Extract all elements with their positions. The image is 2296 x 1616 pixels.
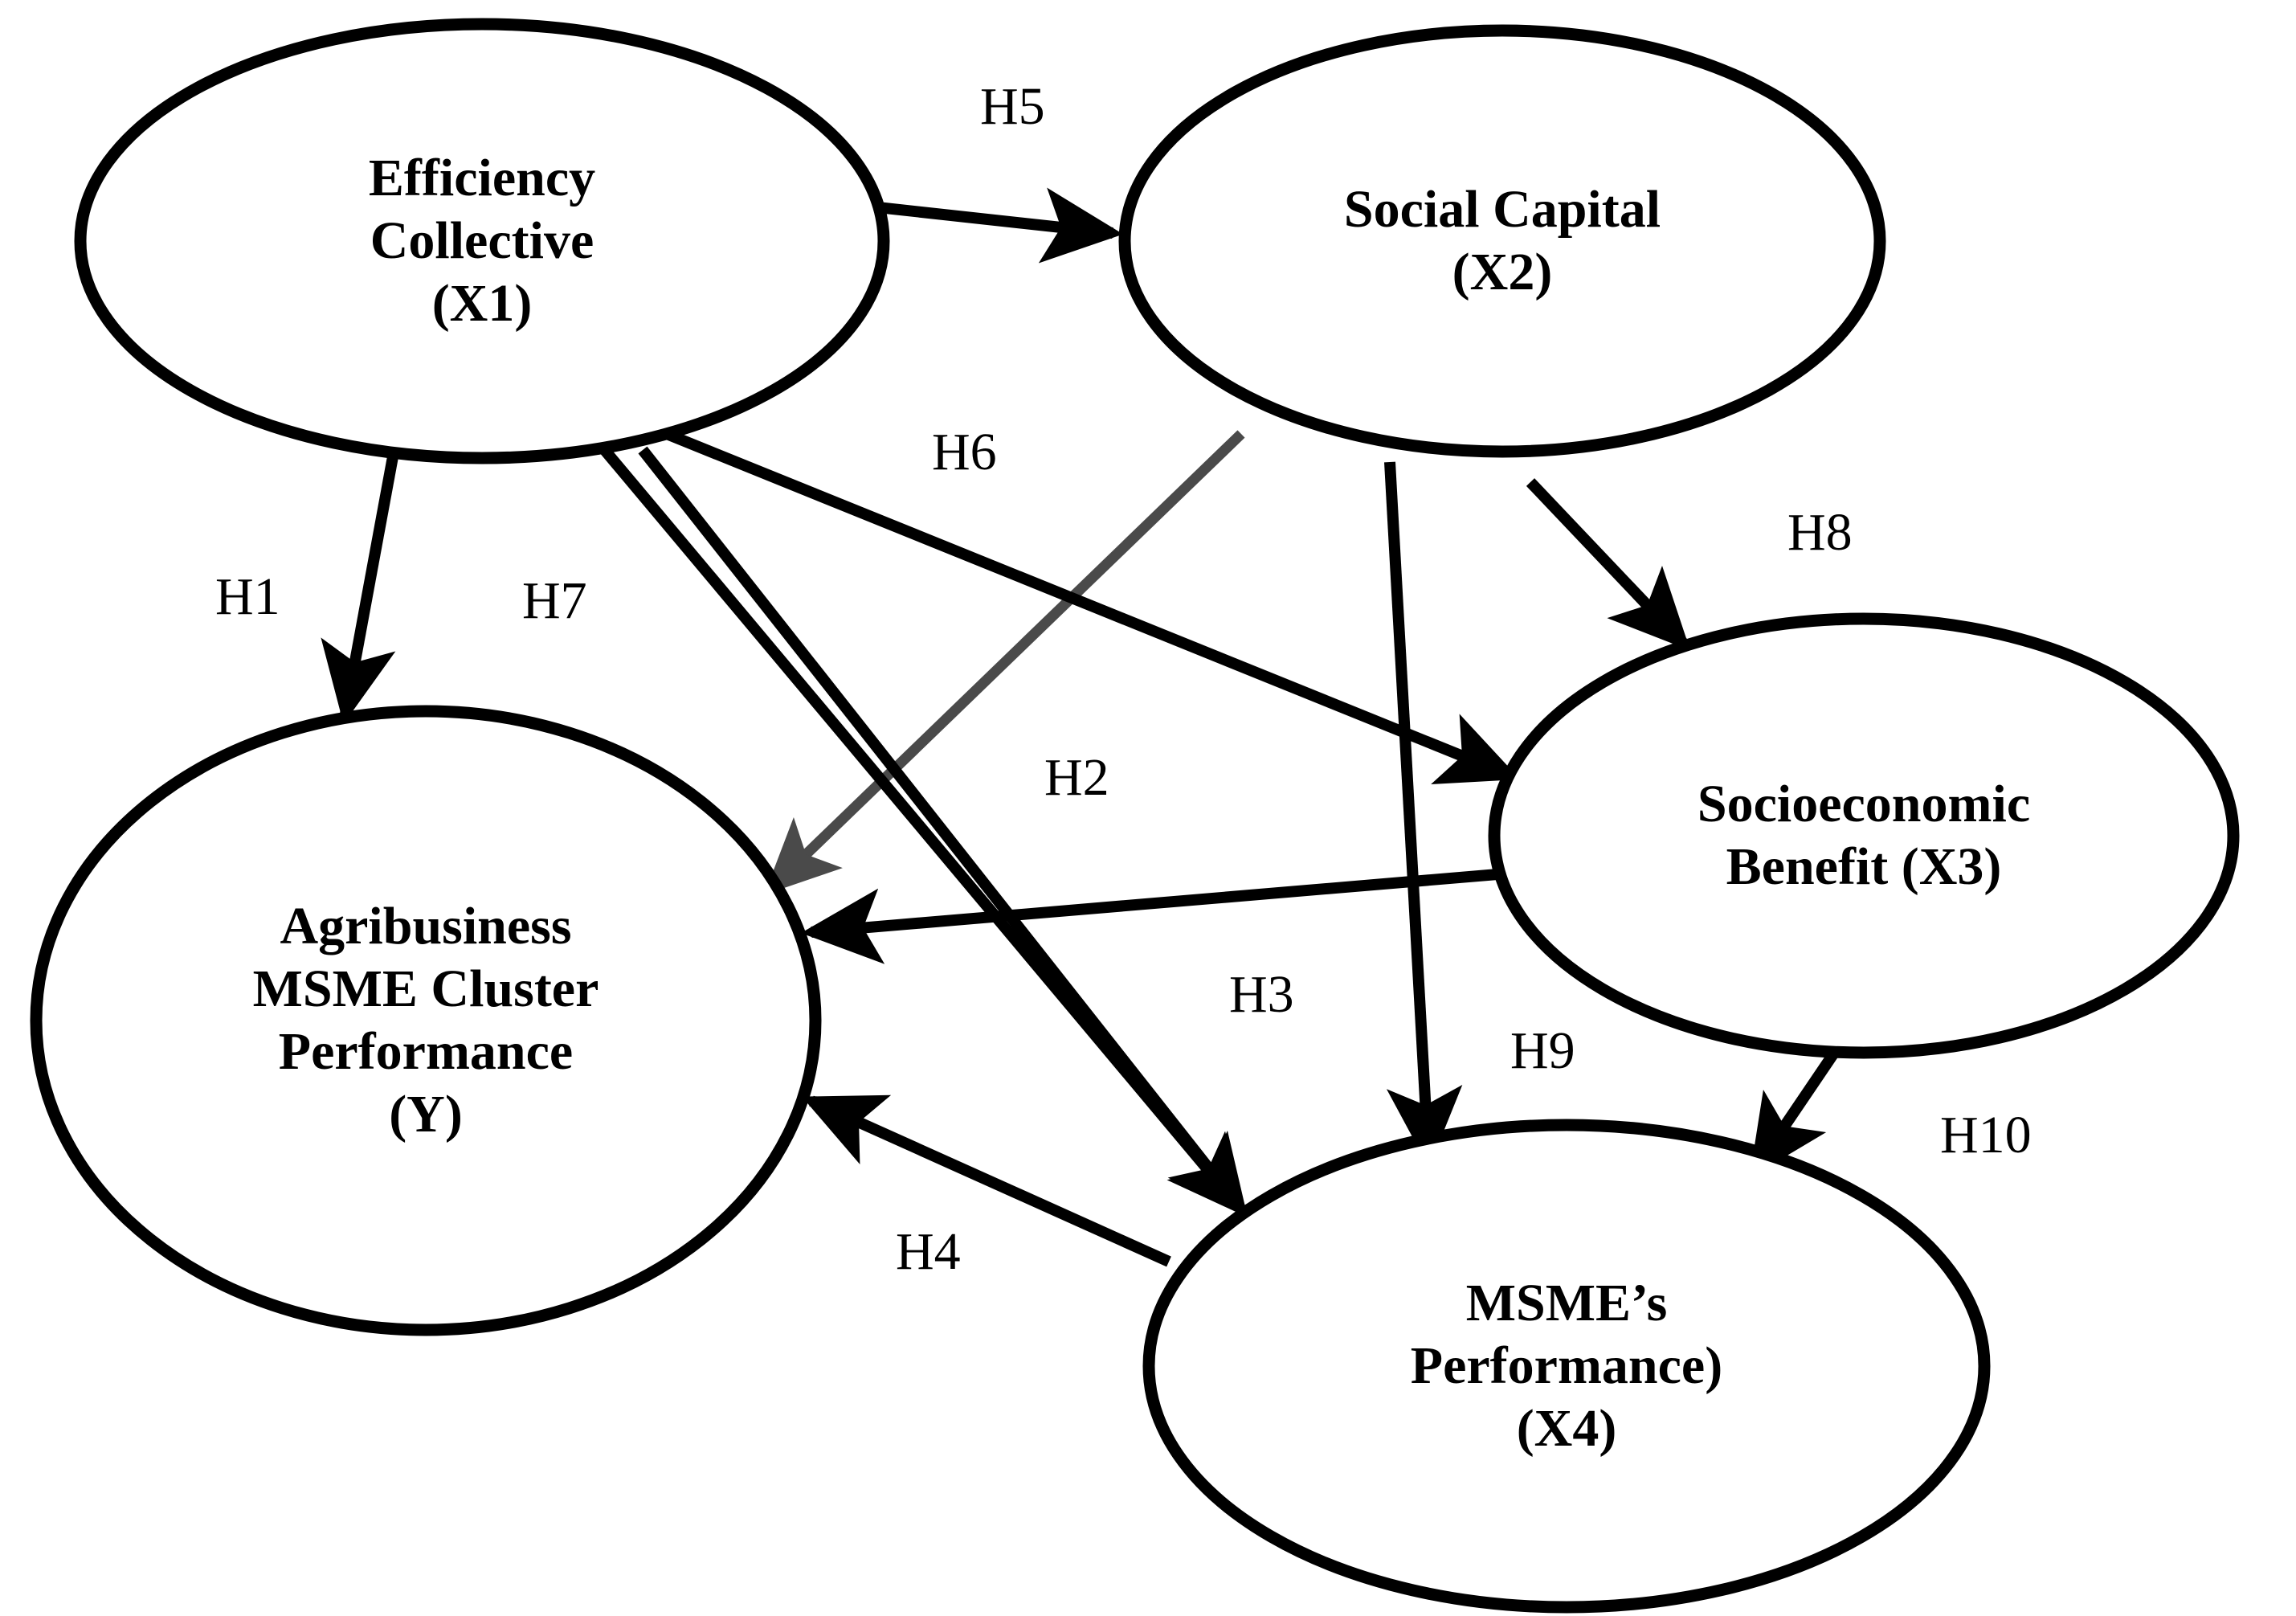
edge-h4 <box>802 1094 1171 1267</box>
node-ellipse-x3[interactable] <box>1488 612 2240 1059</box>
edge-h9 <box>1384 461 1463 1168</box>
edge-h1 <box>321 451 399 724</box>
node-ellipse-x1[interactable] <box>74 18 890 464</box>
edge-label-h10: H10 <box>1940 1106 2032 1164</box>
edge-h2 <box>764 430 1245 895</box>
node-ellipse-y[interactable] <box>30 705 822 1336</box>
edge-h5 <box>855 187 1124 264</box>
edge-h10 <box>1749 1041 1845 1178</box>
edge-label-h9: H9 <box>1510 1021 1575 1080</box>
edge-label-h6: H6 <box>932 423 997 481</box>
edge-h7 <box>590 434 1248 1218</box>
edge-label-h4: H4 <box>896 1222 961 1281</box>
edge-h8 <box>1526 478 1691 651</box>
edge-label-h5: H5 <box>980 77 1045 136</box>
node-ellipse-x4[interactable] <box>1142 1119 1991 1614</box>
nodes-layer <box>30 18 2240 1614</box>
edge-label-h7: H7 <box>522 571 587 630</box>
edges-layer <box>321 187 1845 1267</box>
edge-h-x3-y <box>800 866 1527 964</box>
edge-label-h1: H1 <box>215 567 280 626</box>
edge-label-h8: H8 <box>1787 503 1853 562</box>
edge-label-h3: H3 <box>1229 965 1294 1024</box>
edge-label-h2: H2 <box>1044 748 1109 807</box>
edge-h6 <box>664 428 1521 784</box>
node-ellipse-x2[interactable] <box>1118 24 1886 458</box>
